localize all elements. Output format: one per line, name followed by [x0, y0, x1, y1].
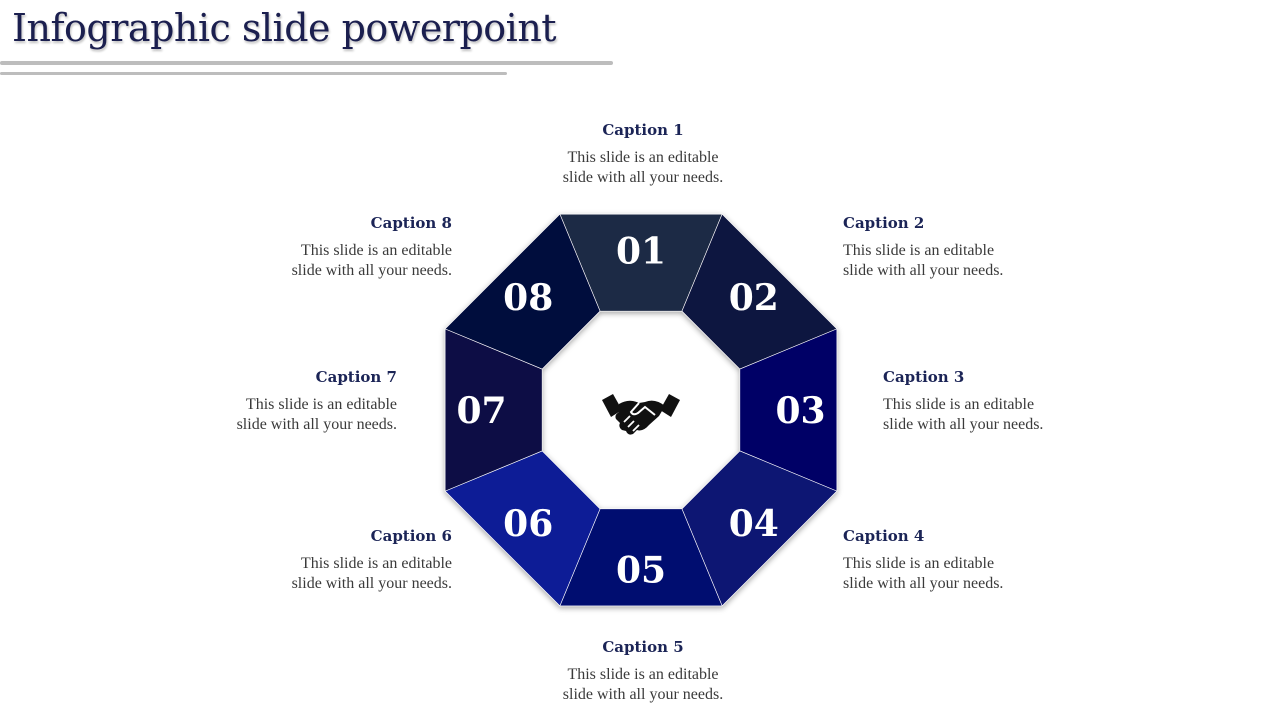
- caption-7-title: Caption 7: [315, 368, 397, 386]
- caption-1-body-line-1: This slide is an editable: [567, 149, 719, 166]
- caption-8-body-line-2: slide with all your needs.: [291, 262, 452, 279]
- caption-5-block: Caption 5 This slide is an editable slide…: [523, 638, 763, 705]
- page-title: Infographic slide powerpoint: [12, 6, 557, 50]
- title-underline-long: [0, 61, 613, 65]
- caption-7-block: Caption 7 This slide is an editable slide…: [157, 368, 397, 435]
- segment-number-08: 08: [503, 277, 553, 319]
- caption-3-title: Caption 3: [883, 368, 965, 386]
- segment-number-02: 02: [729, 277, 779, 319]
- caption-1-body-line-2: slide with all your needs.: [562, 169, 724, 186]
- caption-2-body-line-2: slide with all your needs.: [843, 262, 1004, 279]
- caption-3-block: Caption 3 This slide is an editable slide…: [883, 368, 1123, 435]
- caption-5-title: Caption 5: [602, 638, 684, 656]
- caption-6-body-line-2: slide with all your needs.: [291, 575, 452, 592]
- caption-4-body-line-2: slide with all your needs.: [843, 575, 1004, 592]
- caption-8-body-line-1: This slide is an editable: [300, 242, 452, 259]
- caption-6-body-line-1: This slide is an editable: [300, 555, 452, 572]
- caption-2-title: Caption 2: [843, 214, 925, 232]
- caption-6-block: Caption 6 This slide is an editable slide…: [212, 527, 452, 594]
- segment-number-01: 01: [616, 231, 666, 273]
- segment-number-07: 07: [456, 390, 506, 432]
- caption-2-body-line-1: This slide is an editable: [843, 242, 995, 259]
- segment-number-05: 05: [616, 550, 666, 592]
- handshake-icon: [602, 394, 680, 435]
- caption-3-body-line-2: slide with all your needs.: [883, 416, 1044, 433]
- caption-2-block: Caption 2 This slide is an editable slide…: [843, 214, 1083, 281]
- title-underline-short: [0, 72, 507, 75]
- caption-3-body-line-1: This slide is an editable: [883, 396, 1035, 413]
- caption-5-body-line-1: This slide is an editable: [567, 666, 719, 683]
- caption-5-body-line-2: slide with all your needs.: [562, 686, 724, 703]
- caption-7-body-line-2: slide with all your needs.: [236, 416, 397, 433]
- segment-number-03: 03: [775, 390, 825, 432]
- segment-number-06: 06: [503, 503, 553, 545]
- caption-4-body-line-1: This slide is an editable: [843, 555, 995, 572]
- caption-1-block: Caption 1 This slide is an editable slide…: [523, 121, 763, 188]
- segment-number-04: 04: [729, 503, 779, 545]
- caption-6-title: Caption 6: [370, 527, 452, 545]
- caption-8-title: Caption 8: [370, 214, 452, 232]
- caption-7-body-line-1: This slide is an editable: [245, 396, 397, 413]
- caption-8-block: Caption 8 This slide is an editable slide…: [212, 214, 452, 281]
- caption-1-title: Caption 1: [602, 121, 684, 139]
- caption-4-block: Caption 4 This slide is an editable slide…: [843, 527, 1083, 594]
- caption-4-title: Caption 4: [843, 527, 925, 545]
- segment-08: [444, 213, 601, 370]
